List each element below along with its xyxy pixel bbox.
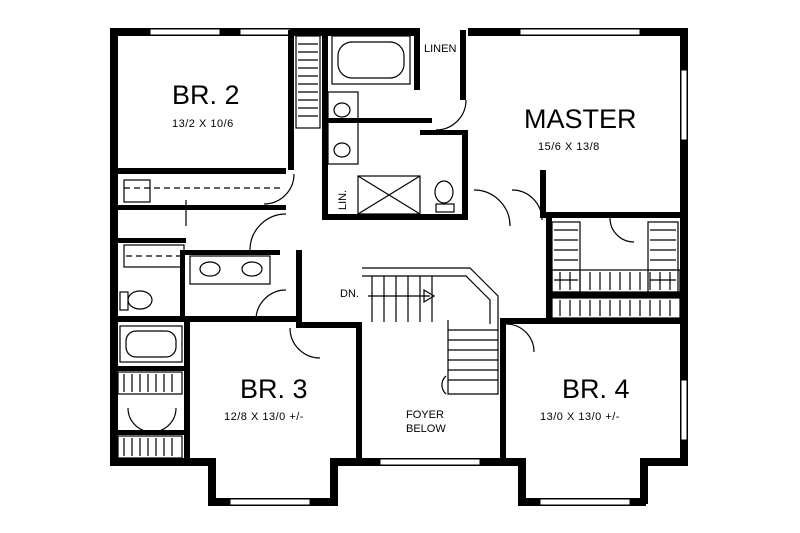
room-dims-br4: 13/0 X 13/0 +/- <box>540 411 620 423</box>
interior-walls <box>116 30 682 462</box>
room-dims-master: 15/6 X 13/8 <box>538 141 600 153</box>
room-dims-br2: 13/2 X 10/6 <box>172 118 234 130</box>
stair <box>362 267 499 395</box>
closet-shelving <box>117 35 681 459</box>
foyer-label-line1: FOYER <box>406 409 444 421</box>
room-dims-br3: 12/8 X 13/0 +/- <box>224 411 304 423</box>
doors <box>127 99 635 433</box>
room-name-br4: BR. 4 <box>562 374 630 404</box>
room-name-br2: BR. 2 <box>172 80 240 110</box>
windows <box>149 28 688 506</box>
foyer-label-line2: BELOW <box>406 423 446 435</box>
linen-label: LINEN <box>424 43 456 55</box>
bath-fixtures <box>119 35 455 363</box>
room-name-master: MASTER <box>524 104 637 134</box>
room-name-br3: BR. 3 <box>240 374 308 404</box>
stair-down-label: DN. <box>340 288 359 300</box>
linen-side-label: LIN. <box>337 190 349 210</box>
